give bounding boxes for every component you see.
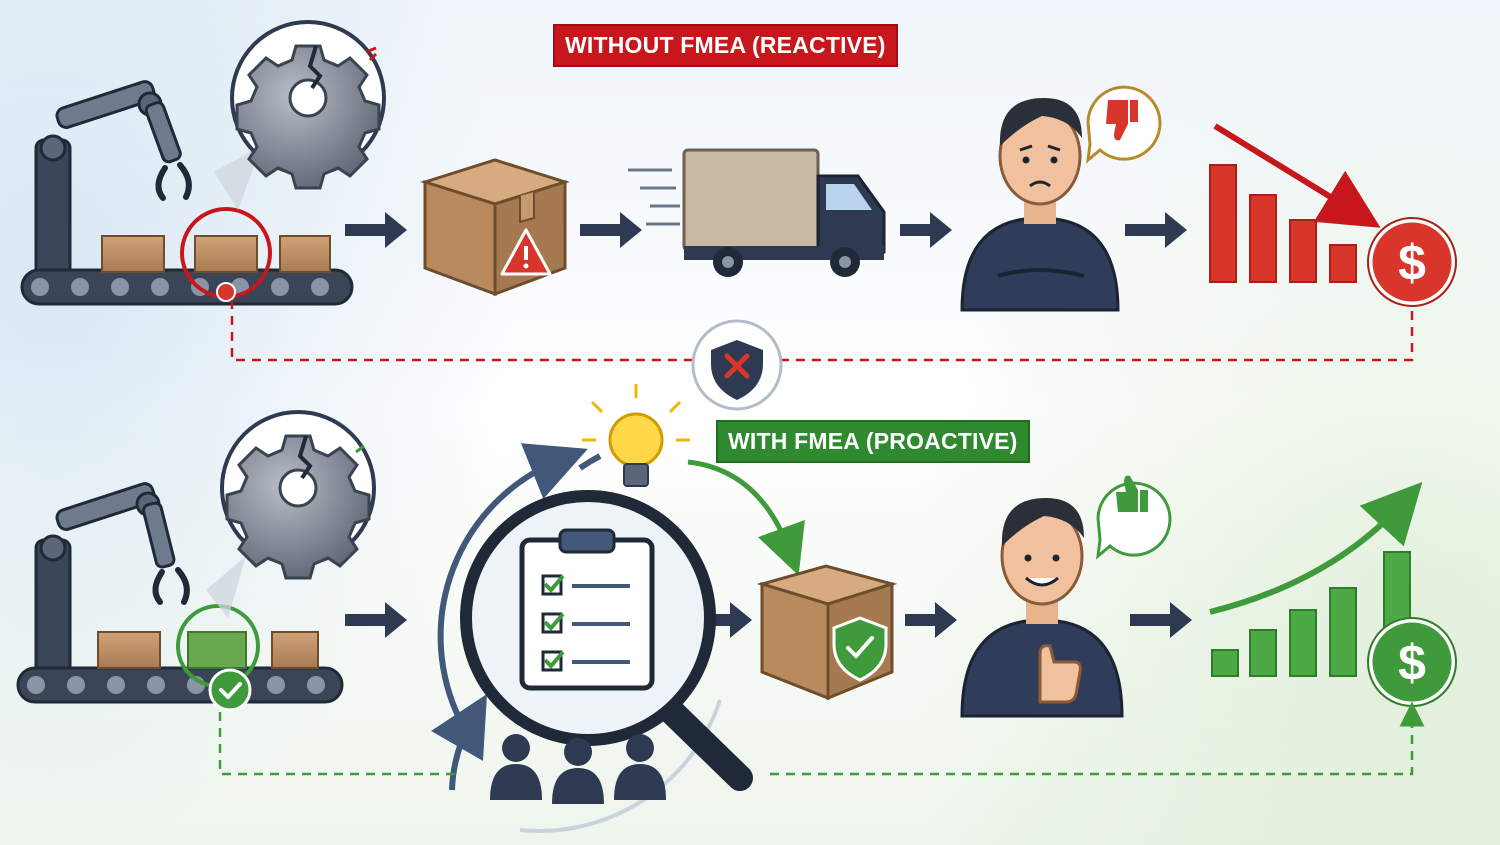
thumbs-down-bubble xyxy=(1086,85,1162,164)
flow-arrow xyxy=(580,212,642,248)
flow-arrow xyxy=(345,212,407,248)
dollar-loss-icon: $ xyxy=(1367,217,1457,307)
unhappy-customer-icon xyxy=(960,98,1120,312)
growth-bar-chart-icon xyxy=(1209,481,1423,677)
delivery-truck-icon xyxy=(628,148,886,277)
broken-gear-icon xyxy=(230,20,386,190)
happy-customer-icon xyxy=(960,498,1124,718)
declining-bar-chart-icon xyxy=(1209,123,1381,283)
reactive-feedback-line xyxy=(230,300,1414,362)
flow-arrow xyxy=(700,602,752,638)
svg-text:$: $ xyxy=(1398,235,1426,291)
flow-arrow xyxy=(345,602,407,638)
defective-box-icon xyxy=(419,158,571,297)
robot-conveyor-top xyxy=(20,80,354,306)
check-badge-icon xyxy=(208,668,252,712)
reactive-title: WITHOUT FMEA (REACTIVE) xyxy=(553,24,898,67)
defect-marker xyxy=(216,282,236,302)
dollar-gain-icon: $ xyxy=(1367,617,1457,707)
clipboard-checklist-icon xyxy=(519,528,655,691)
lightbulb-icon xyxy=(582,384,690,487)
svg-text:$: $ xyxy=(1398,635,1426,691)
shield-check-icon xyxy=(832,616,888,682)
flow-arrow xyxy=(1125,212,1187,248)
proactive-feedback-line-left xyxy=(218,712,460,776)
gear-icon xyxy=(220,410,376,580)
flow-arrow xyxy=(900,212,952,248)
flow-arrow xyxy=(905,602,957,638)
proactive-title: WITH FMEA (PROACTIVE) xyxy=(716,420,1030,463)
proactive-feedback-line-right xyxy=(770,701,1425,776)
thumbs-up-bubble xyxy=(1096,475,1172,560)
flow-arrow xyxy=(1130,602,1192,638)
team-icon xyxy=(490,734,666,804)
robot-conveyor-bottom xyxy=(16,482,344,704)
shield-x-icon xyxy=(691,319,783,411)
